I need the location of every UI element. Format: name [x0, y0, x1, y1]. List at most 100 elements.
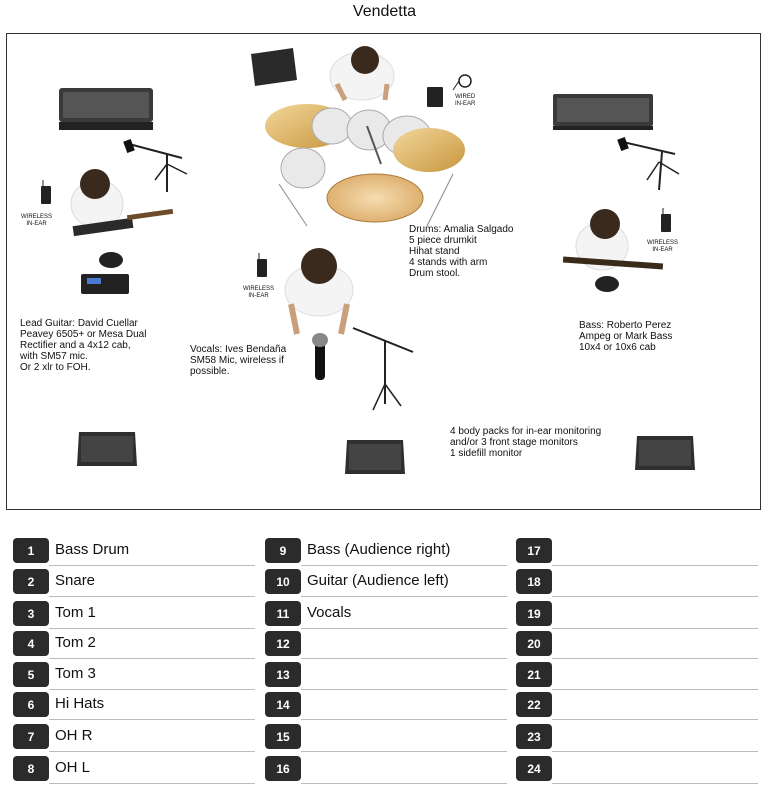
channel-underline: [552, 565, 758, 566]
channel-number-badge: 8: [13, 756, 49, 781]
channel-number-badge: 4: [13, 631, 49, 656]
channel-number-badge: 1: [13, 538, 49, 563]
channel-underline: [301, 658, 507, 659]
channel-number-badge: 20: [516, 631, 552, 656]
bass-in-ear-label: WIRELESS IN-EAR: [647, 240, 679, 253]
channel-number-badge: 15: [265, 724, 301, 749]
channel-number-badge: 9: [265, 538, 301, 563]
input-channel-row: 16: [265, 756, 507, 784]
channel-underline: [49, 628, 255, 629]
input-channel-row: 3 Tom 1: [13, 601, 255, 629]
input-channel-row: 15: [265, 724, 507, 752]
channel-number-badge: 18: [516, 569, 552, 594]
channel-number-badge: 14: [265, 692, 301, 717]
channel-number-badge: 19: [516, 601, 552, 626]
input-channel-row: 21: [516, 662, 758, 690]
guitar-effects-processor: [81, 274, 129, 294]
input-channel-row: 20: [516, 631, 758, 659]
floor-monitor-center: [345, 440, 405, 474]
channel-underline: [49, 689, 255, 690]
drum-kit: [265, 104, 465, 227]
channel-underline: [552, 596, 758, 597]
channel-label: Tom 3: [55, 665, 96, 682]
channel-underline: [49, 658, 255, 659]
lead-guitarist: [70, 169, 174, 268]
channel-underline: [552, 628, 758, 629]
vocal-bodypack: [257, 253, 267, 277]
channel-label: OH L: [55, 759, 91, 776]
input-channel-row: 7 OH R: [13, 724, 255, 752]
channel-number-badge: 10: [265, 569, 301, 594]
channel-underline: [552, 658, 758, 659]
guitar-in-ear-label: WIRELESS IN-EAR: [21, 214, 53, 227]
input-channel-row: 5 Tom 3: [13, 662, 255, 690]
channel-number-badge: 16: [265, 756, 301, 781]
channel-label: Bass Drum: [55, 541, 130, 558]
monitors-note: 4 body packs for in-ear monitoring and/o…: [450, 426, 602, 459]
channel-number-badge: 6: [13, 692, 49, 717]
channel-number-badge: 21: [516, 662, 552, 687]
drums-note: Drums: Amalia Salgado 5 piece drumkit Hi…: [409, 224, 514, 279]
channel-underline: [552, 689, 758, 690]
input-channel-row: 22: [516, 692, 758, 720]
drummer: [329, 46, 395, 102]
plot-title: Vendetta: [352, 3, 417, 20]
input-channel-row: 13: [265, 662, 507, 690]
input-channel-row: 14: [265, 692, 507, 720]
channel-underline: [301, 596, 507, 597]
channel-number-badge: 2: [13, 569, 49, 594]
guitar-amp: [59, 88, 153, 130]
channel-underline: [552, 783, 758, 784]
channel-underline: [301, 783, 507, 784]
channel-number-badge: 3: [13, 601, 49, 626]
vocal-mic: [312, 333, 328, 380]
input-channel-row: 1 Bass Drum: [13, 538, 255, 566]
bassist: [562, 209, 664, 292]
channel-number-badge: 12: [265, 631, 301, 656]
channel-number-badge: 5: [13, 662, 49, 687]
channel-label: Snare: [55, 572, 96, 589]
channel-label: Vocals: [307, 604, 352, 621]
channel-number-badge: 24: [516, 756, 552, 781]
channel-underline: [301, 565, 507, 566]
input-channel-row: 23: [516, 724, 758, 752]
channel-label: OH R: [55, 727, 93, 744]
channel-underline: [301, 751, 507, 752]
drums-in-ear-label: WIRED IN-EAR: [455, 94, 476, 107]
vocals-note: Vocals: Ives Bendaña SM58 Mic, wireless …: [190, 344, 287, 377]
channel-label: Hi Hats: [55, 695, 105, 712]
channel-underline: [49, 783, 255, 784]
drum-monitor-sub: [251, 48, 297, 86]
bass-bodypack: [661, 208, 671, 232]
stage-illustration: [41, 46, 695, 474]
stage-plot: WIRELESS IN-EAR WIRELESS IN-EAR WIRELESS…: [6, 33, 761, 510]
drums-wired-in-ear: [427, 74, 472, 107]
channel-label: Bass (Audience right): [307, 541, 451, 558]
input-channel-row: 8 OH L: [13, 756, 255, 784]
channel-number-badge: 11: [265, 601, 301, 626]
channel-label: Tom 2: [55, 634, 96, 651]
input-channel-row: 11 Vocals: [265, 601, 507, 629]
input-channel-row: 2 Snare: [13, 569, 255, 597]
bass-amp: [553, 94, 653, 130]
input-channel-row: 19: [516, 601, 758, 629]
input-channel-row: 4 Tom 2: [13, 631, 255, 659]
channel-underline: [49, 565, 255, 566]
channel-underline: [301, 628, 507, 629]
channel-label: Tom 1: [55, 604, 96, 621]
channel-number-badge: 23: [516, 724, 552, 749]
input-channel-row: 6 Hi Hats: [13, 692, 255, 720]
floor-monitor-right: [635, 436, 695, 470]
bass-note: Bass: Roberto Perez Ampeg or Mark Bass 1…: [579, 320, 673, 353]
channel-number-badge: 7: [13, 724, 49, 749]
channel-underline: [49, 596, 255, 597]
input-channel-row: 17: [516, 538, 758, 566]
channel-underline: [49, 719, 255, 720]
channel-underline: [301, 689, 507, 690]
channel-number-badge: 17: [516, 538, 552, 563]
vocalist: [284, 248, 354, 335]
guitar-bodypack: [41, 180, 51, 204]
channel-underline: [552, 719, 758, 720]
lead-guitar-note: Lead Guitar: David Cuellar Peavey 6505+ …: [20, 318, 147, 373]
